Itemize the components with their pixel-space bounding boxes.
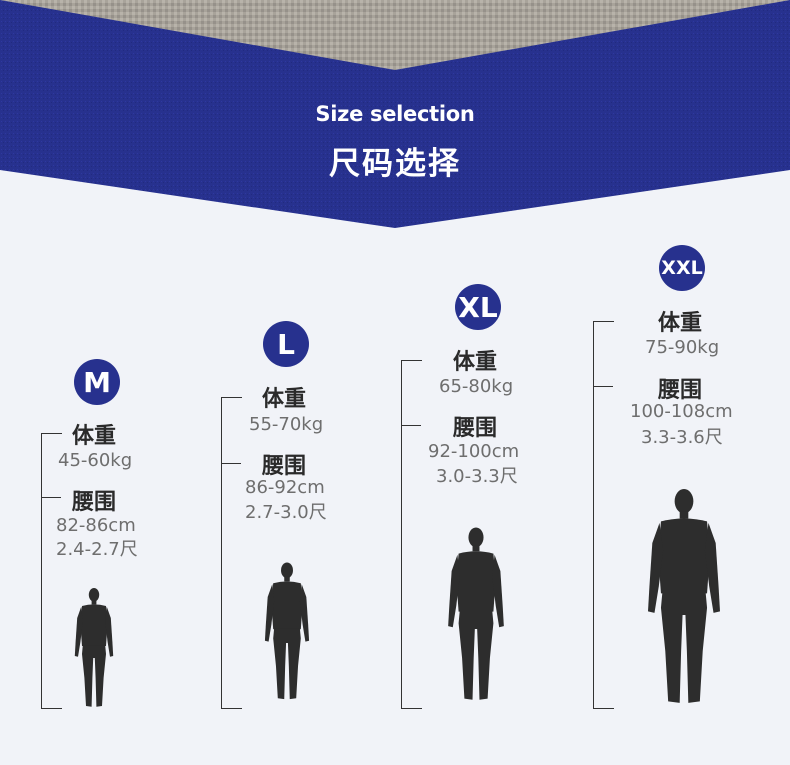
waist-chi-value: 2.4-2.7尺 xyxy=(56,539,138,560)
size-banner: Size selection 尺码选择 xyxy=(0,0,790,240)
waist-chi-value: 3.0-3.3尺 xyxy=(436,466,518,487)
waist-label: 腰围 xyxy=(72,490,117,515)
banner-title-cn: 尺码选择 xyxy=(329,146,461,182)
weight-label: 体重 xyxy=(453,350,498,375)
waist-label: 腰围 xyxy=(453,416,498,441)
waist-cm-value: 86-92cm xyxy=(245,477,325,498)
waist-cm-value: 92-100cm xyxy=(428,441,520,462)
bracket-tick xyxy=(593,386,613,387)
waist-label: 腰围 xyxy=(262,454,307,479)
body-silhouette-xxl xyxy=(648,489,720,703)
banner-subtitle-en: Size selection xyxy=(315,102,475,126)
size-badge-xl: XL xyxy=(455,284,501,330)
bracket-tick xyxy=(401,425,421,426)
bracket-tick xyxy=(41,497,61,498)
weight-label: 体重 xyxy=(262,387,307,412)
weight-value: 65-80kg xyxy=(439,376,514,397)
waist-chi-value: 2.7-3.0尺 xyxy=(245,502,327,523)
bracket-tick xyxy=(221,463,241,464)
waist-cm-value: 100-108cm xyxy=(630,401,733,422)
weight-value: 55-70kg xyxy=(249,414,324,435)
body-silhouette-xl xyxy=(448,527,504,700)
weight-label: 体重 xyxy=(72,424,117,449)
height-bracket xyxy=(593,321,614,709)
weight-value: 75-90kg xyxy=(645,337,720,358)
height-bracket xyxy=(401,360,422,709)
body-silhouette-l xyxy=(264,562,310,700)
weight-label: 体重 xyxy=(658,311,703,336)
body-silhouette-m xyxy=(74,588,114,707)
size-badge-m: M xyxy=(74,359,120,405)
waist-cm-value: 82-86cm xyxy=(56,515,136,536)
weight-value: 45-60kg xyxy=(58,450,133,471)
height-bracket xyxy=(41,433,62,709)
banner-background xyxy=(0,0,790,228)
waist-label: 腰围 xyxy=(658,378,703,403)
waist-chi-value: 3.3-3.6尺 xyxy=(641,427,723,448)
height-bracket xyxy=(221,397,242,709)
size-badge-l: L xyxy=(263,321,309,367)
size-badge-xxl: XXL xyxy=(659,245,705,291)
